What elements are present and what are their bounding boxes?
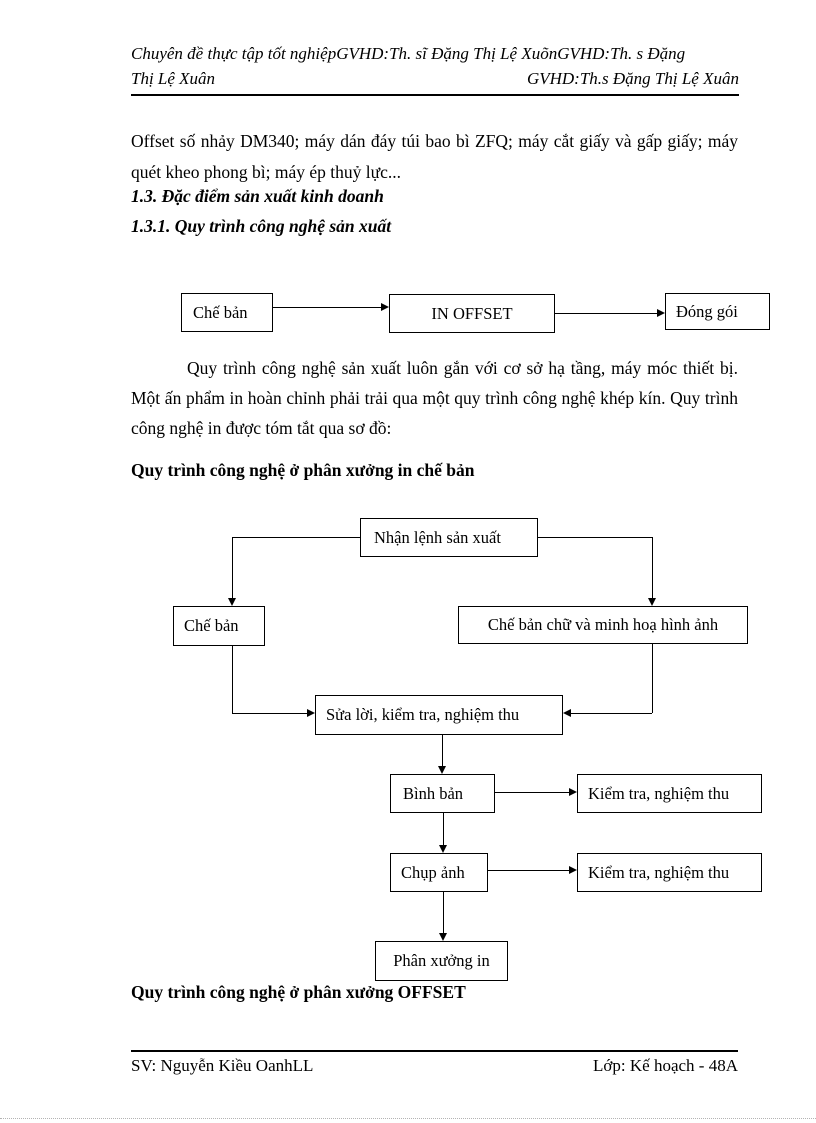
header-line-2-left: Thị Lệ Xuân (131, 69, 216, 88)
fc2-node-nhan-lenh-san-xuat: Nhận lệnh sản xuất (360, 518, 538, 557)
fc1-node-che-ban-label: Chế bản (193, 302, 248, 322)
fc2-connector-binhban-kiemtra1-arrow-icon (569, 788, 577, 796)
fc1-node-che-ban: Chế bản (181, 293, 273, 332)
fc2-node-nhan-lenh-san-xuat-label: Nhận lệnh sản xuất (374, 527, 501, 547)
fc2-connector-top-right-arrow-icon (648, 598, 656, 606)
fc2-node-sua-loi-label: Sửa lời, kiểm tra, nghiệm thu (326, 705, 520, 724)
fc2-connector-cheban-sualoi-arrow-icon (307, 709, 315, 717)
header-line-1: Chuyên đề thực tập tốt nghiệpGVHD:Th. sĩ… (131, 44, 686, 63)
header-line-2: Thị Lệ Xuân GVHD:Th.s Đặng Thị Lệ Xuân (131, 66, 739, 91)
fc2-connector-chupanh-pxi-v (443, 892, 444, 933)
fc2-node-che-ban: Chế bản (173, 606, 265, 646)
fc1-connector-1-line (273, 307, 381, 308)
fc2-connector-chebanchu-sualoi-h (571, 713, 652, 714)
fc2-connector-top-left-v (232, 537, 233, 598)
fc2-node-chup-anh: Chụp ảnh (390, 853, 488, 892)
fc2-node-kiem-tra-2-label: Kiểm tra, nghiệm thu (588, 862, 730, 882)
fc2-connector-top-right-v (652, 537, 653, 598)
fc2-connector-top-right-h (538, 537, 652, 538)
fc2-node-phan-xuong-in-label: Phân xưởng in (393, 951, 490, 970)
fc2-connector-binhban-chupanh-v (443, 813, 444, 845)
fc2-connector-cheban-sualoi-v (232, 646, 233, 713)
fc2-connector-chebanchu-sualoi-v (652, 644, 653, 713)
page-header: Chuyên đề thực tập tốt nghiệpGVHD:Th. sĩ… (131, 41, 739, 96)
fc2-node-sua-loi: Sửa lời, kiểm tra, nghiệm thu (315, 695, 563, 735)
fc2-connector-sualoi-binhban-arrow-icon (438, 766, 446, 774)
fc2-node-phan-xuong-in: Phân xưởng in (375, 941, 508, 981)
footer-student: SV: Nguyễn Kiều OanhLL (131, 1056, 314, 1075)
page-footer: SV: Nguyễn Kiều OanhLL Lớp: Kế hoạch - 4… (131, 1050, 738, 1076)
heading-1-3: 1.3. Đặc điểm sản xuất kinh doanh (131, 186, 384, 206)
fc2-node-kiem-tra-2: Kiểm tra, nghiệm thu (577, 853, 762, 892)
fc1-connector-2-line (555, 313, 657, 314)
fc2-connector-chebanchu-sualoi-arrow-icon (563, 709, 571, 717)
fc2-connector-sualoi-binhban-v (442, 735, 443, 766)
fc2-connector-binhban-kiemtra1-h (495, 792, 569, 793)
fc2-node-binh-ban: Bình bản (390, 774, 495, 813)
page-bottom-dotted-line (0, 1118, 816, 1119)
fc1-node-in-offset-label: IN OFFSET (431, 303, 513, 323)
fc2-connector-chupanh-pxi-arrow-icon (439, 933, 447, 941)
paragraph-machines: Offset số nhảy DM340; máy dán đáy túi ba… (131, 131, 738, 182)
fc2-connector-top-left-arrow-icon (228, 598, 236, 606)
fc1-node-in-offset: IN OFFSET (389, 294, 555, 333)
flowchart3-caption: Quy trình công nghệ ở phân xưởng OFFSET (131, 982, 466, 1002)
header-line-2-right: GVHD:Th.s Đặng Thị Lệ Xuân (526, 69, 739, 88)
fc1-connector-1-arrow-icon (381, 303, 389, 311)
fc2-connector-chupanh-kiemtra2-h (488, 870, 569, 871)
fc1-connector-2-arrow-icon (657, 309, 665, 317)
paragraph-process-intro: Quy trình công nghệ sản xuất luôn gắn vớ… (131, 358, 738, 438)
fc1-node-dong-goi-label: Đóng gói (676, 301, 738, 321)
fc2-node-kiem-tra-1: Kiểm tra, nghiệm thu (577, 774, 762, 813)
fc2-node-che-ban-chu: Chế bản chữ và minh hoạ hình ảnh (458, 606, 748, 644)
fc2-connector-chupanh-kiemtra2-arrow-icon (569, 866, 577, 874)
fc2-node-binh-ban-label: Bình bản (403, 783, 464, 803)
fc2-node-che-ban-label: Chế bản (184, 616, 239, 635)
fc2-node-chup-anh-label: Chụp ảnh (401, 862, 465, 882)
footer-class: Lớp: Kế hoạch - 48A (593, 1056, 738, 1075)
heading-1-3-1: 1.3.1. Quy trình công nghệ sản xuất (131, 216, 392, 236)
fc2-connector-binhban-chupanh-arrow-icon (439, 845, 447, 853)
fc2-node-kiem-tra-1-label: Kiểm tra, nghiệm thu (588, 783, 730, 803)
fc2-connector-top-left-h (232, 537, 360, 538)
fc2-node-che-ban-chu-label: Chế bản chữ và minh hoạ hình ảnh (487, 615, 719, 634)
fc1-node-dong-goi: Đóng gói (665, 293, 770, 330)
fc2-connector-cheban-sualoi-h (232, 713, 307, 714)
flowchart2-caption: Quy trình công nghệ ở phân xưởng in chế … (131, 460, 475, 480)
